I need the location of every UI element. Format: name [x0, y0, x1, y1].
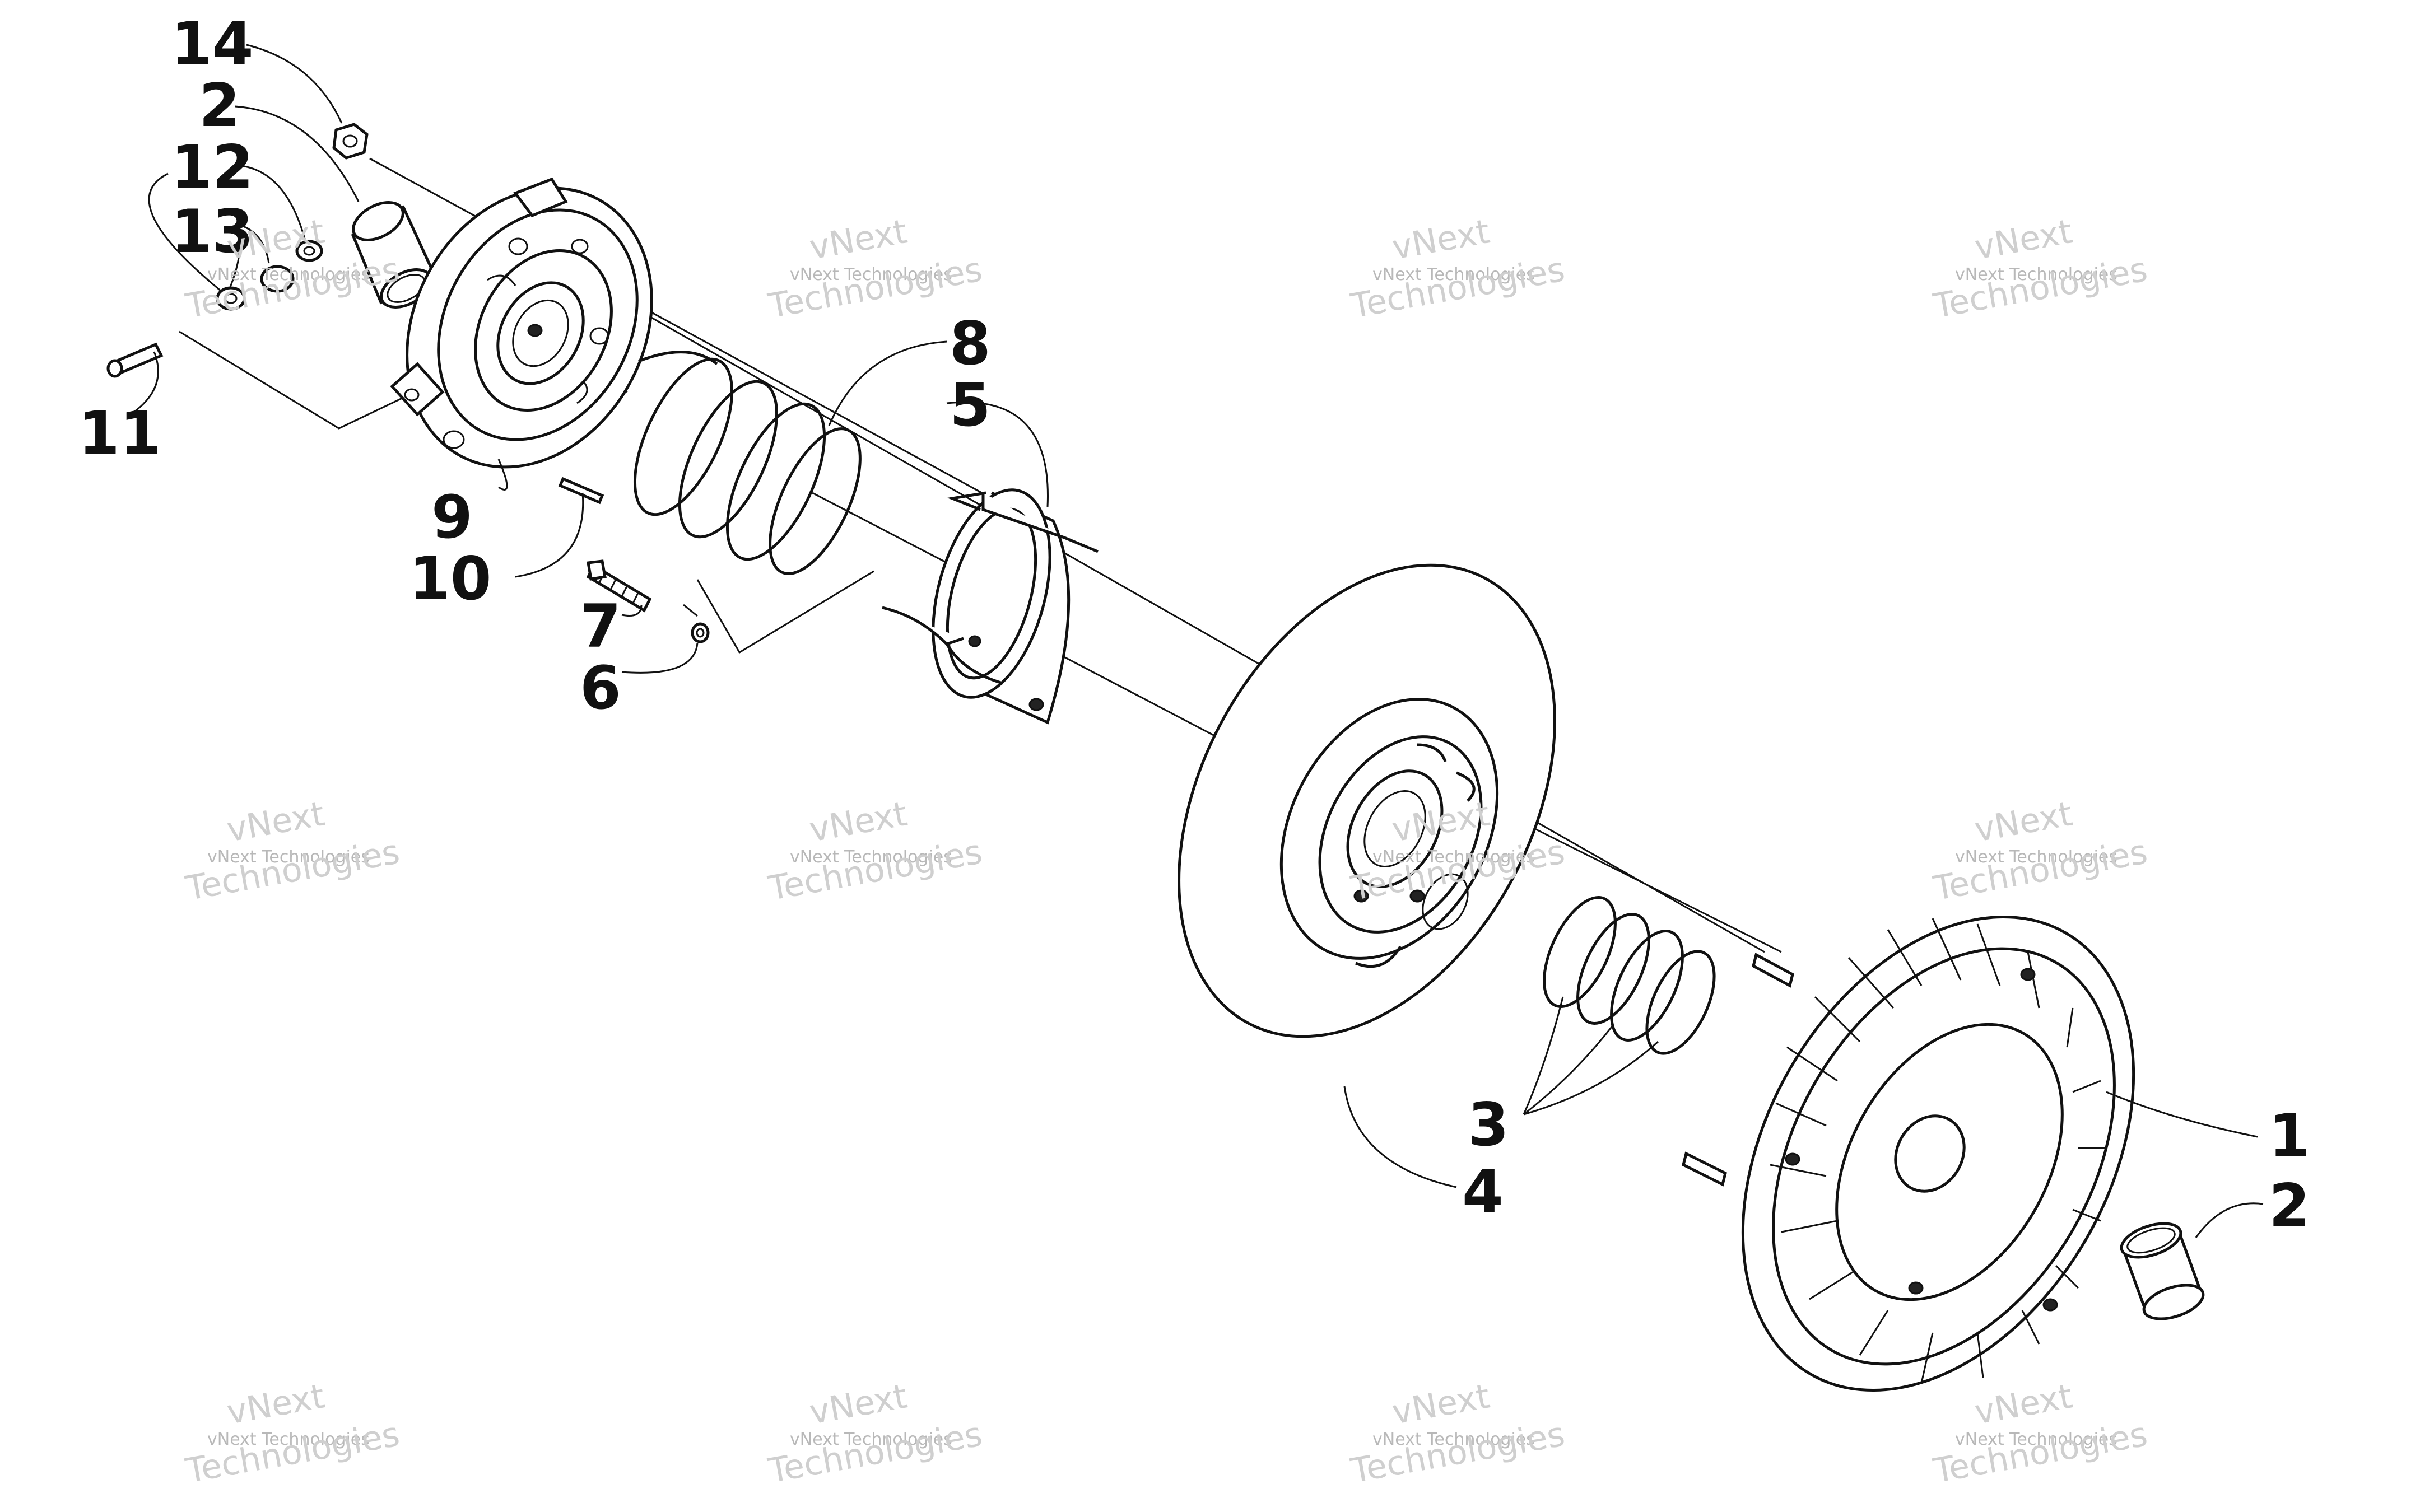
svg-text:Technologies: Technologies [1930, 1415, 2151, 1491]
callout-2-top: 2 [199, 71, 240, 140]
callout-12: 12 [171, 133, 254, 202]
callout-2-bottom: 2 [2269, 1172, 2310, 1240]
svg-text:Technologies: Technologies [1348, 250, 1568, 326]
svg-text:vNext: vNext [807, 212, 910, 267]
callout-10: 10 [409, 544, 492, 613]
svg-text:vNext: vNext [807, 1376, 910, 1432]
callout-5: 5 [950, 371, 991, 440]
svg-text:vNext Technologies: vNext Technologies [207, 1430, 370, 1449]
watermark-r1c4: vNext vNext Technologies Technologies [1930, 212, 2151, 326]
watermark-r3c1: vNext vNext Technologies Technologies [183, 1376, 403, 1491]
svg-text:Technologies: Technologies [1930, 832, 2151, 908]
svg-text:vNext Technologies: vNext Technologies [207, 847, 370, 867]
leader-lines [134, 44, 2264, 1238]
part-8-spring [633, 351, 862, 575]
part-11-pin [106, 342, 164, 378]
svg-text:vNext Technologies: vNext Technologies [1955, 1430, 2118, 1449]
watermark-r2c1: vNext vNext Technologies Technologies [183, 794, 403, 908]
watermark-r3c2: vNext vNext Technologies Technologies [765, 1376, 985, 1491]
part-5-cam [882, 488, 1099, 725]
svg-text:vNext Technologies: vNext Technologies [207, 265, 370, 284]
part-12-washer [295, 240, 323, 262]
callout-9: 9 [431, 483, 473, 552]
callout-3: 3 [1468, 1090, 1509, 1159]
part-6-washer [691, 622, 710, 643]
svg-text:vNext: vNext [1972, 1376, 2075, 1432]
svg-text:vNext Technologies: vNext Technologies [790, 265, 952, 284]
callout-7: 7 [580, 592, 621, 661]
part-7-bolt [586, 559, 652, 613]
svg-text:Technologies: Technologies [1348, 1415, 1568, 1491]
svg-text:Technologies: Technologies [183, 832, 403, 908]
part-14-nut [332, 123, 369, 160]
svg-text:vNext Technologies: vNext Technologies [1372, 265, 1535, 284]
svg-text:vNext Technologies: vNext Technologies [1955, 847, 2118, 867]
svg-text:vNext: vNext [1389, 1376, 1493, 1432]
svg-text:vNext: vNext [224, 1376, 328, 1432]
watermark-r3c4: vNext vNext Technologies Technologies [1930, 1376, 2151, 1491]
part-9-spider-housing [390, 177, 653, 469]
svg-text:vNext: vNext [1389, 212, 1493, 267]
svg-text:vNext Technologies: vNext Technologies [1372, 1430, 1535, 1449]
svg-text:vNext Technologies: vNext Technologies [790, 847, 952, 867]
watermark-r2c4: vNext vNext Technologies Technologies [1930, 794, 2151, 908]
watermark-r2c2: vNext vNext Technologies Technologies [765, 794, 985, 908]
part-10-roll-pin [558, 477, 604, 505]
callout-numbers: 14 2 12 13 11 9 10 8 5 7 6 3 4 1 2 [78, 10, 2310, 1240]
part-13-washer [216, 265, 295, 311]
svg-text:Technologies: Technologies [765, 1415, 985, 1491]
callout-1: 1 [2269, 1102, 2310, 1170]
svg-text:Technologies: Technologies [183, 1415, 403, 1491]
callout-14: 14 [171, 10, 254, 78]
part-4-moveable-sheave [1178, 563, 1556, 1038]
svg-text:vNext: vNext [807, 794, 910, 850]
callout-13: 13 [171, 197, 254, 266]
callout-6: 6 [580, 654, 621, 722]
svg-text:vNext Technologies: vNext Technologies [1372, 847, 1535, 867]
svg-text:Technologies: Technologies [765, 832, 985, 908]
svg-text:vNext Technologies: vNext Technologies [1955, 265, 2118, 284]
watermark-r1c3: vNext vNext Technologies Technologies [1348, 212, 1568, 326]
svg-text:vNext: vNext [1972, 212, 2075, 267]
callout-8: 8 [950, 309, 991, 378]
callout-4: 4 [1462, 1158, 1504, 1226]
svg-text:vNext: vNext [1972, 794, 2075, 850]
callout-11: 11 [78, 399, 161, 468]
svg-text:vNext Technologies: vNext Technologies [790, 1430, 952, 1449]
part-1-fixed-sheave [1682, 915, 2135, 1392]
part-2-bushing-bottom [2120, 1222, 2205, 1320]
watermark-r3c3: vNext vNext Technologies Technologies [1348, 1376, 1568, 1491]
svg-text:Technologies: Technologies [1930, 250, 2151, 326]
part-3-spring [1543, 896, 1716, 1055]
svg-text:vNext: vNext [224, 794, 328, 850]
